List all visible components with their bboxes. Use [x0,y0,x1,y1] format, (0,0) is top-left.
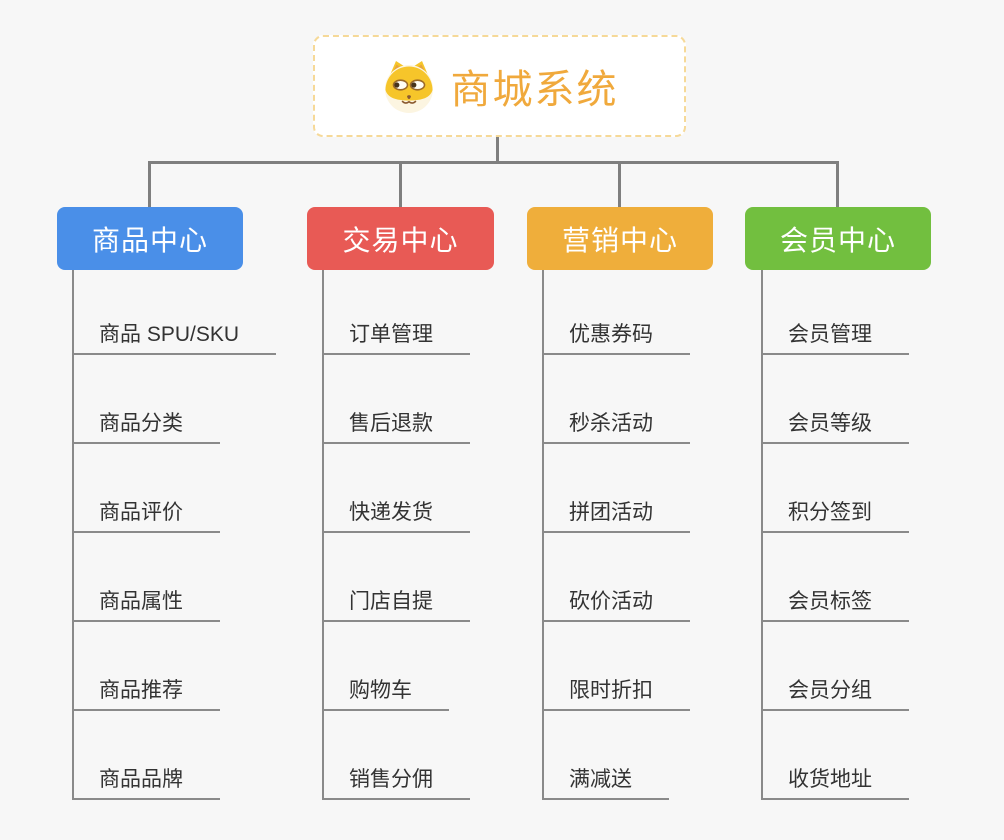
tree-connector-drop [148,161,151,210]
leaf-product-spu-sku[interactable]: 商品 SPU/SKU [72,318,277,355]
leaf-product-review[interactable]: 商品评价 [72,496,220,533]
root-node[interactable]: 商城系统 [313,35,686,137]
leaf-express-delivery[interactable]: 快递发货 [322,496,470,533]
leaf-product-category[interactable]: 商品分类 [72,407,220,444]
root-title: 商城系统 [450,68,619,112]
leaf-product-brand[interactable]: 商品品牌 [72,763,220,800]
shiba-dog-icon [384,61,433,113]
branch-trunk-line [761,270,763,800]
leaf-points-checkin[interactable]: 积分签到 [761,496,909,533]
branch-trunk-line [322,270,324,800]
leaf-sales-commission[interactable]: 销售分佣 [322,763,470,800]
leaf-product-recommend[interactable]: 商品推荐 [72,674,220,711]
tree-connector-drop [618,161,621,210]
leaf-after-sale-refund[interactable]: 售后退款 [322,407,470,444]
leaf-member-level[interactable]: 会员等级 [761,407,909,444]
leaf-flash-sale[interactable]: 秒杀活动 [542,407,690,444]
branch-trunk-line [72,270,74,800]
tree-connector-horizontal [149,161,839,164]
root-trunk-line [496,137,499,164]
leaf-full-reduction[interactable]: 满减送 [542,763,669,800]
leaf-group-buying[interactable]: 拼团活动 [542,496,690,533]
leaf-product-attribute[interactable]: 商品属性 [72,585,220,622]
tree-connector-drop [836,161,839,210]
leaf-order-management[interactable]: 订单管理 [322,318,470,355]
branch-node-product-center[interactable]: 商品中心 [57,207,243,270]
leaf-member-tag[interactable]: 会员标签 [761,585,909,622]
leaf-limited-time-discount[interactable]: 限时折扣 [542,674,690,711]
branch-node-trade-center[interactable]: 交易中心 [307,207,494,270]
branch-node-member-center[interactable]: 会员中心 [745,207,931,270]
branch-node-marketing-center[interactable]: 营销中心 [527,207,713,270]
tree-connector-drop [399,161,402,210]
branch-trunk-line [542,270,544,800]
leaf-shopping-cart[interactable]: 购物车 [322,674,449,711]
leaf-member-management[interactable]: 会员管理 [761,318,909,355]
leaf-bargain-activity[interactable]: 砍价活动 [542,585,690,622]
leaf-coupon-code[interactable]: 优惠券码 [542,318,690,355]
leaf-shipping-address[interactable]: 收货地址 [761,763,909,800]
leaf-store-pickup[interactable]: 门店自提 [322,585,470,622]
leaf-member-group[interactable]: 会员分组 [761,674,909,711]
